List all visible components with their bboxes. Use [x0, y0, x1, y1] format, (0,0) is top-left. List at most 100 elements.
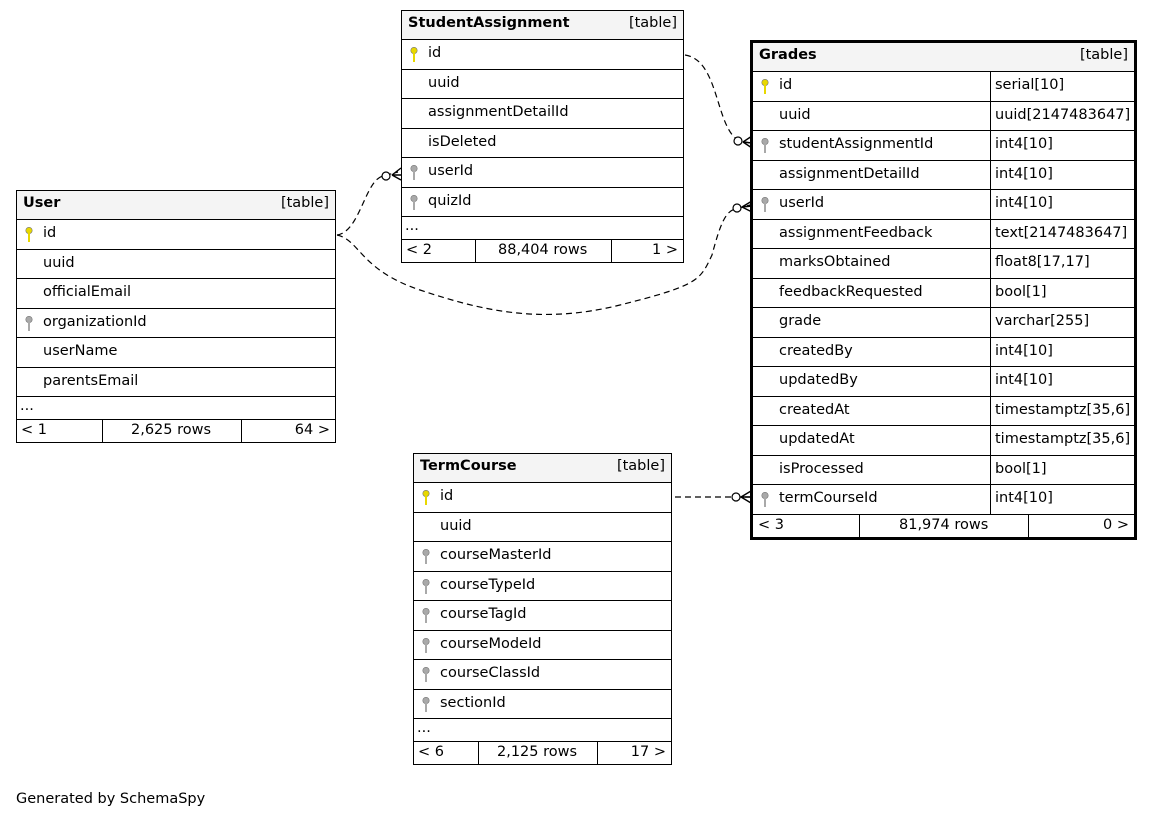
column-name: id — [428, 45, 442, 61]
column-name: parentsEmail — [43, 372, 139, 389]
column-row[interactable]: userId — [402, 158, 683, 188]
foreign-key-icon — [420, 548, 432, 566]
crowfoot-circle-icon — [731, 492, 741, 502]
column-row[interactable]: id — [414, 483, 671, 513]
column-name: id — [43, 225, 57, 241]
table-header: Grades [table] — [753, 43, 1134, 72]
foreign-key-icon — [420, 637, 432, 655]
column-name: sectionId — [440, 694, 506, 711]
link-user-to-studentassignment — [336, 171, 399, 236]
column-name: quizId — [428, 192, 472, 209]
table-type-label: [table] — [616, 458, 665, 474]
column-name: id — [779, 77, 793, 93]
more-columns-indicator: ... — [402, 217, 683, 240]
table-name: User — [23, 195, 61, 211]
column-row[interactable]: courseModeId — [414, 631, 671, 660]
column-row[interactable]: id serial[10] — [753, 72, 1134, 102]
column-row[interactable]: uuid — [17, 250, 335, 279]
column-name: id — [440, 488, 454, 504]
crowfoot-circle-icon — [381, 171, 391, 181]
column-name: assignmentFeedback — [779, 224, 933, 241]
primary-key-icon — [759, 78, 771, 96]
column-row[interactable]: id — [17, 220, 335, 250]
column-name: feedbackRequested — [779, 283, 923, 300]
column-row[interactable]: officialEmail — [17, 279, 335, 309]
footer-row-count: 81,974 rows — [899, 516, 989, 533]
table-type-label: [table] — [280, 195, 329, 211]
column-name: courseTagId — [440, 606, 527, 622]
footer-row-count: 88,404 rows — [498, 242, 588, 258]
column-name: studentAssignmentId — [779, 136, 934, 152]
column-name: courseMasterId — [440, 547, 552, 563]
column-row[interactable]: userName — [17, 338, 335, 368]
column-type: int4[10] — [995, 342, 1053, 359]
table-header: StudentAssignment [table] — [402, 11, 683, 40]
crowfoot-icon — [391, 167, 402, 181]
column-row[interactable]: updatedBy int4[10] — [753, 367, 1134, 397]
column-name: uuid — [440, 517, 472, 534]
primary-key-icon — [23, 226, 35, 244]
column-row[interactable]: organizationId — [17, 309, 335, 338]
link-studentassignment-to-grades — [684, 54, 751, 144]
table-footer: < 3 81,974 rows 0 > — [753, 514, 1134, 537]
column-name: updatedBy — [779, 372, 858, 388]
column-row[interactable]: parentsEmail — [17, 368, 335, 397]
column-row[interactable]: uuid — [402, 70, 683, 99]
column-row[interactable]: assignmentDetailId — [402, 99, 683, 129]
primary-key-icon — [408, 46, 420, 64]
table-name: Grades — [759, 47, 817, 63]
column-name: uuid — [43, 254, 75, 271]
table-type-label: [table] — [1079, 47, 1128, 63]
link-user-to-grades — [336, 204, 751, 316]
footer-prev-count[interactable]: < 3 — [758, 516, 784, 533]
primary-key-icon — [420, 489, 432, 507]
column-name: officialEmail — [43, 284, 132, 300]
column-row[interactable]: uuid — [414, 513, 671, 542]
table-user[interactable]: User [table] id uuid officialEmail organiza… — [16, 190, 336, 443]
column-row[interactable]: courseMasterId — [414, 542, 671, 572]
footer-next-count[interactable]: 1 > — [652, 242, 678, 258]
footer-prev-count[interactable]: < 2 — [406, 242, 432, 258]
column-row[interactable]: isDeleted — [402, 129, 683, 158]
footer-row-count: 2,625 rows — [131, 422, 212, 438]
column-row[interactable]: quizId — [402, 188, 683, 217]
table-studentassignment[interactable]: StudentAssignment [table] id uuid assignme… — [401, 10, 684, 263]
column-row[interactable]: courseTypeId — [414, 572, 671, 601]
column-name: assignmentDetailId — [428, 104, 569, 120]
column-name: termCourseId — [779, 490, 878, 506]
footer-next-count[interactable]: 0 > — [1103, 516, 1129, 533]
column-row[interactable]: id — [402, 40, 683, 70]
column-name: grade — [779, 313, 822, 329]
column-name: userName — [43, 343, 118, 359]
footer-next-count[interactable]: 64 > — [294, 422, 330, 438]
column-row[interactable]: courseClassId — [414, 660, 671, 690]
column-row[interactable]: sectionId — [414, 690, 671, 719]
column-type: float8[17,17] — [995, 254, 1090, 270]
footer-prev-count[interactable]: < 6 — [418, 744, 444, 760]
column-type: serial[10] — [995, 77, 1065, 93]
footer-next-count[interactable]: 17 > — [630, 744, 666, 760]
footer-prev-count[interactable]: < 1 — [21, 422, 47, 438]
column-name: userId — [779, 195, 825, 211]
column-type: int4[10] — [995, 372, 1053, 388]
more-columns-indicator: ... — [414, 719, 671, 742]
column-row[interactable]: courseTagId — [414, 601, 671, 631]
crowfoot-circle-icon — [732, 203, 742, 213]
column-name: createdAt — [779, 401, 850, 418]
